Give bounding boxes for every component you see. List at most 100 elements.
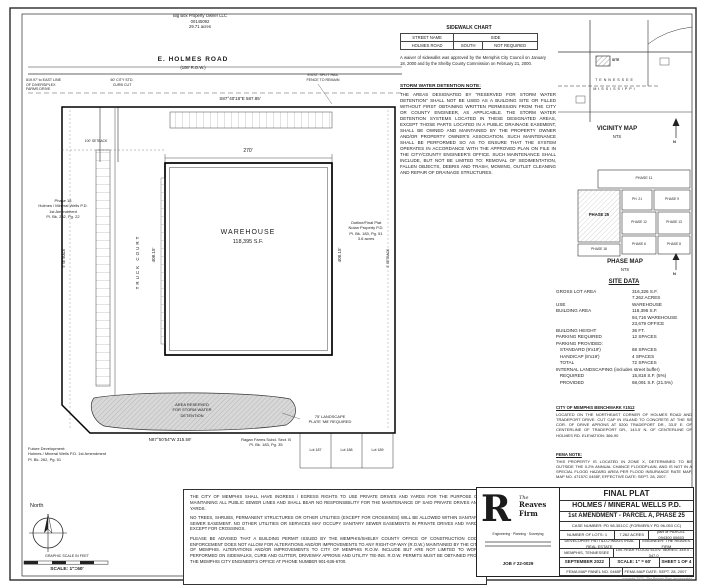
phase-label: PHASE 9 [665,197,679,201]
site-data-row: 94,716 WAREHOUSE [556,315,692,322]
phase-map-north-arrow-icon [672,253,680,260]
curb-cut-line: CURB CUT [112,82,132,87]
pond-label: AREA RESERVED FOR STORM WATER DETENTION [150,402,234,418]
landscape-line: PLATE 'M8' REQUIRED [308,419,352,425]
site-data-value: 68 SPACES [632,347,657,353]
phase18-line: 1st Amendment [49,208,77,214]
state-label-mississippi: MISSISSIPPI [593,87,637,91]
owner-note: Big Box Property Owner LLC 00145092 29.7… [138,13,262,30]
site-data-row: PROVIDED 68,091 S.F. (21.5%) [556,380,692,387]
vicinity-north-arrow-icon [672,118,680,126]
phase-25-highlight [578,190,620,242]
sidewalk-chart: SIDEWALK CHART STREET NAME SIDE HOLMES R… [399,25,538,51]
future-line: Holmes / Mineral Wells P.D. 1st Amendmen… [28,451,107,457]
phase-map-scale: NTS [620,267,630,272]
sidewalk-row: HOLMES ROAD SOUTH NOT REQUIRED [399,41,538,51]
fema-date: FEMA MAP DATE: SEPT. 28, 2007 [624,568,687,574]
general-notes: THE CITY OF MEMPHIS SHALL HAVE INGRESS /… [183,489,487,585]
fema-note-title: FEMA NOTE: [556,452,582,457]
lots-acres-parcel-row: NUMBER OF LOTS: 1 7.262 ACRES part of PA… [560,530,693,540]
site-data-value: 94,716 WAREHOUSE [632,314,678,320]
site-data-row: INTERNAL LANDSCAPING (includes street bu… [556,367,692,374]
site-data-value: 15,818 S.F. (5%) [632,373,667,379]
north-compass-icon [29,513,67,552]
site-data-value: WAREHOUSE [632,301,662,307]
site-data-title: SITE DATA [608,279,640,285]
vicinity-map-scale: NTS [612,134,622,139]
plat-scale: SCALE: 1" = 60' [610,557,660,567]
general-note-paragraph: NO TREES, SHRUBS, PERMANENT STRUCTURES O… [190,514,480,532]
sidewalk-col-side: SIDE [453,32,538,43]
flood-elevation: 100-YEAR FLOOD ELEV. VARIES: 349.0 - 347… [615,548,692,558]
vicinity-site-label: SITE [612,58,620,62]
sidewalk-street: HOLMES ROAD [399,41,455,51]
firm-word: Firm [519,509,538,518]
date-scale-sheet-row: SEPTEMBER 2022 SCALE: 1" = 60' SHEET 1 O… [560,557,693,568]
site-data-label: REQUIRED [556,373,585,379]
site-data-label: INTERNAL LANDSCAPING (includes street bu… [556,366,660,372]
phase-label-subject: PHASE 25 [588,212,610,217]
nolan-line: Outline/Final Plat [350,220,382,225]
pond-label-line: FOR STORM WATER [172,407,212,413]
bearing-dimension-north: S87°40'18"E 587.85' [219,96,261,101]
east-line-text: OF DIVERSIPLEX [26,82,56,87]
firm-address-line [485,541,551,543]
ragan-subdivision-note: Ragan Farms Subd. Sect. B Pl. Bk. 183, P… [234,437,298,448]
storm-water-note: STORM WATER DETENTION NOTE: THE AREAS DE… [400,84,556,176]
phase-label: PH. 21 [631,197,643,201]
fema-row: FEMA MAP PANEL NO. 0465F FEMA MAP DATE: … [560,567,693,576]
vicinity-site-marker [595,55,611,67]
parking-stalls [95,111,333,387]
curb-cut-line: 60' CITY STD. [110,78,134,82]
doc-title: FINAL PLAT [560,488,693,501]
state-label-tennessee: TENNESSEE [595,78,635,82]
dock-doors [160,177,166,345]
lot-label: Lot 187 [309,448,322,452]
site-data-row: PARKING PROVIDED: [556,341,692,348]
dimension-west: 408.15' [150,247,156,263]
storm-note-title: STORM WATER DETENTION NOTE: [400,84,481,89]
site-data-label: BUILDING AREA [556,308,592,314]
fence-note-line: EXIST. SPLIT RAIL [307,73,339,77]
site-data-label: PROVIDED [556,379,584,385]
east-line-text: 819.97' to EAST LINE [26,78,61,82]
scale-text: SCALE: 1"=60' [50,567,84,572]
warehouse-area-label: 118,395 S.F. [232,239,264,245]
storm-note-body: THE AREAS DESIGNATED BY "RESERVED FOR ST… [400,91,556,176]
site-data-row: BUILDING AREA 118,395 S.F. [556,308,692,315]
phase-label: PHASE 6 [632,242,646,246]
plat-date: SEPTEMBER 2022 [560,557,610,567]
landscape-line: 75' LANDSCAPE [314,414,346,419]
developer: DEVELOPER: PATTILLO INDUSTRIAL REAL ESTA… [560,539,640,548]
phase-map-title: PHASE MAP [607,259,643,265]
site-data-label: USE [556,301,566,307]
ragan-line: Pl. Bk. 183, Pg. 35 [249,442,283,448]
fence-note-line: FENCE TO REMAIN [306,77,340,82]
benchmark-body: LOCATED ON THE NORTHEAST CORNER OF HOLME… [556,411,692,438]
sidewalk-col-street: STREET NAME [399,32,455,43]
phase-label: PHASE 11 [635,176,653,180]
curb-cut-note: 60' CITY STD. CURB CUT [96,78,148,87]
sidewalk-status: NOT REQUIRED [482,41,538,51]
engineer: ENGINEER: THE REAVES FIRM [642,539,691,549]
number-of-lots: NUMBER OF LOTS: 1 [560,530,616,539]
site-data-value: 68,091 S.F. (21.5%) [632,379,673,385]
case-number: CASE NUMBER: PD 98-351CC (FORMERLY PD 96… [560,522,693,531]
site-data-value: 118,395 S.F. [632,308,658,314]
setback-label-west: 5' SETBACK [61,248,66,268]
site-data-value: 12 SPACES [632,334,657,340]
sidewalk-waiver-note: A waiver of sidewalks was approved by th… [400,55,546,66]
site-data-label: GROSS LOT AREA [556,288,597,294]
benchmark-title: CITY OF MEMPHIS BENCHMARK #1512 [556,405,635,410]
acreage: 7.262 ACRES [615,530,650,539]
lot-label: Lot 189 [371,448,384,452]
future-development-note: Future Development: Holmes / Mineral Wel… [28,446,140,462]
warehouse-footprint [164,162,333,356]
ragan-line: Ragan Farms Subd. Sect. B [241,437,291,442]
phase-map-north-label: N [673,271,676,276]
nolan-line: Pl. Bk. 183, Pg. 51 [349,230,383,236]
north-label: North [30,503,44,509]
